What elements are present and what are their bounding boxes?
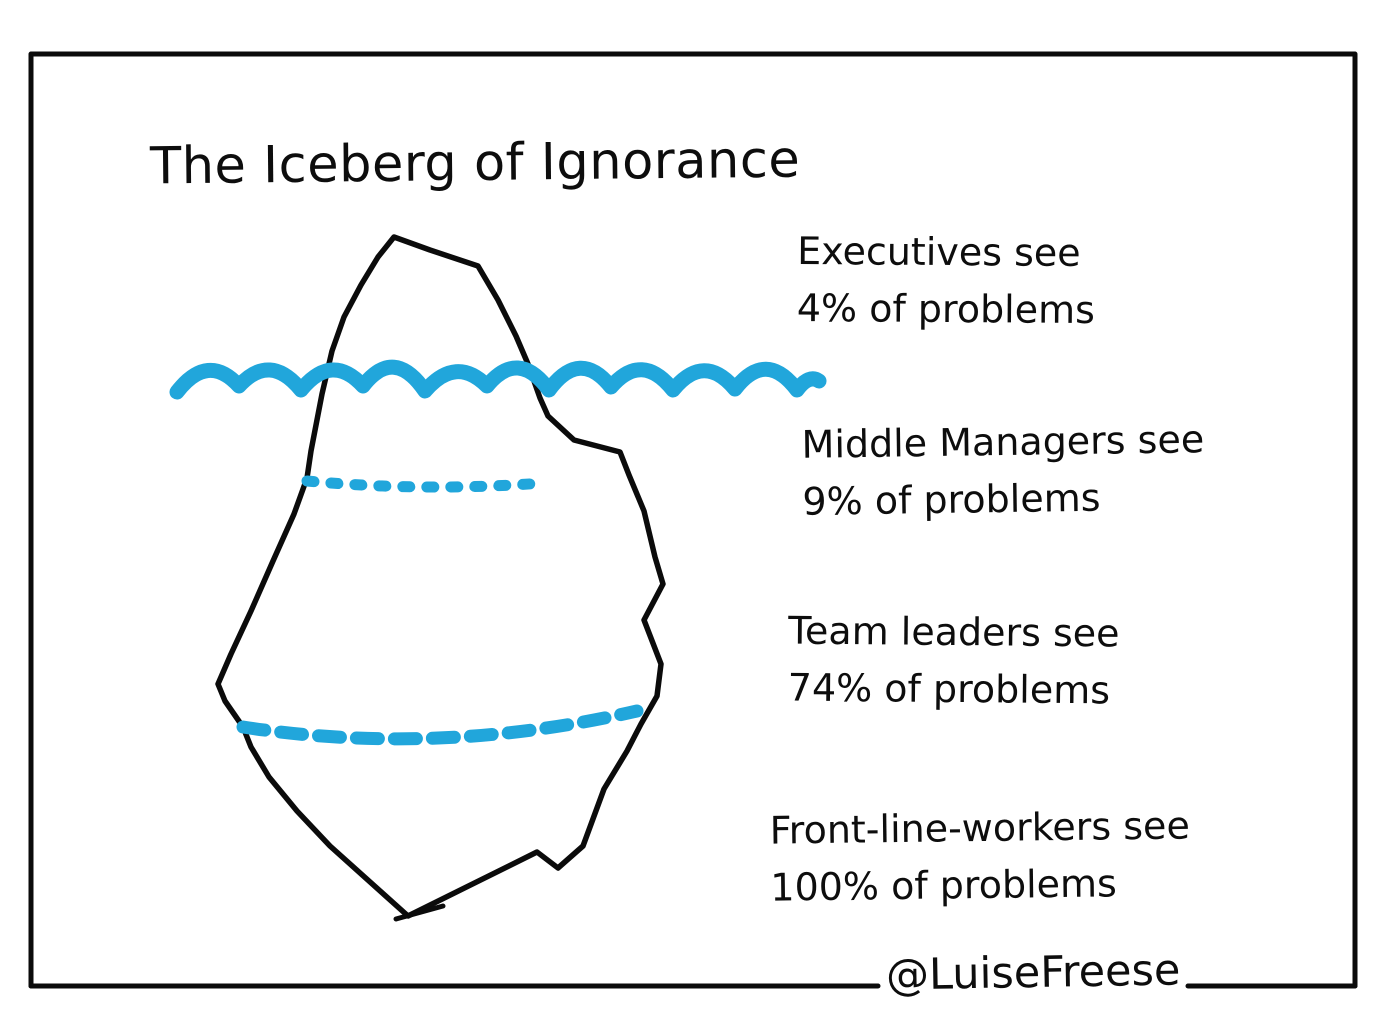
iceberg-outline (215, 234, 666, 919)
annotation-team-leaders-line2: 74% of problems (787, 665, 1111, 713)
annotation-middle-managers-line2: 9% of problems (802, 475, 1101, 524)
dotted-line-9pct (301, 475, 549, 493)
annotation-frontline-workers-line1: Front-line-workers see (769, 803, 1191, 853)
annotation-frontline-workers-line2: 100% of problems (770, 861, 1118, 910)
annotation-middle-managers: Middle Managers see 9% of problems (801, 411, 1205, 531)
waterline-wave (169, 359, 827, 400)
annotation-middle-managers-line1: Middle Managers see (801, 417, 1205, 467)
frame-border (28, 51, 1358, 989)
annotation-team-leaders: Team leaders see 74% of problems (788, 603, 1120, 720)
annotation-executives-line2: 4% of problems (796, 285, 1096, 333)
dashed-line-74pct (236, 704, 644, 746)
annotation-executives-line1: Executives see (797, 228, 1081, 275)
diagram-title: The Iceberg of Ignorance (149, 130, 801, 197)
annotation-frontline-workers: Front-line-workers see 100% of problems (769, 797, 1191, 916)
credit-handle: @LuiseFreese (885, 945, 1181, 1001)
annotation-executives: Executives see 4% of problems (797, 223, 1096, 339)
bottom-tip-flick (393, 903, 446, 922)
annotation-team-leaders-line1: Team leaders see (788, 608, 1120, 656)
